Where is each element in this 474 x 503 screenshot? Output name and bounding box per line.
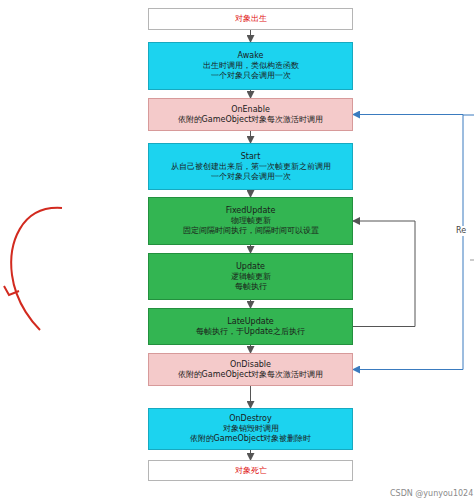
process-box: Awake出生时调用，类似构造函数一个对象只会调用一次 (148, 42, 353, 90)
offscreen-line (470, 260, 474, 261)
flow-arrow (353, 115, 463, 370)
offscreen-line (463, 115, 474, 116)
node-text: 依附的GameObject对象被删除时 (155, 434, 346, 444)
cut-off-label: Re (455, 226, 467, 236)
node-text: 每帧执行 (155, 282, 346, 292)
flow-arrow (250, 30, 251, 42)
hand-drawn-arrowhead (4, 286, 19, 295)
node-title: Update (155, 262, 346, 272)
node-text: 一个对象只会调用一次 (155, 172, 346, 182)
node-title: LateUpdate (155, 317, 346, 327)
node-title: 对象出生 (155, 14, 346, 24)
node-text: 物理帧更新 (155, 216, 346, 226)
flow-arrow (250, 90, 251, 98)
node-title: 对象死亡 (155, 466, 346, 476)
node-text: 一个对象只会调用一次 (155, 71, 346, 81)
process-box: OnEnable依附的GameObject对象每次激活时调用 (148, 98, 353, 131)
hand-drawn-loop (11, 208, 62, 330)
process-box: Update逻辑帧更新每帧执行 (148, 253, 353, 300)
flow-arrow (250, 345, 251, 353)
node-text: 每帧执行，于Update之后执行 (155, 327, 346, 337)
node-text: 依附的GameObject对象每次激活时调用 (155, 115, 346, 125)
flow-arrow (250, 245, 251, 253)
process-box: FixedUpdate物理帧更新固定间隔时间执行，间隔时间可以设置 (148, 197, 353, 245)
node-title: Awake (155, 51, 346, 61)
node-title: FixedUpdate (155, 206, 346, 216)
node-text: 逻辑帧更新 (155, 272, 346, 282)
node-text: 出生时调用，类似构造函数 (155, 61, 346, 71)
flow-arrow (353, 221, 415, 327)
flow-arrow (250, 386, 251, 408)
node-title: OnDestroy (155, 414, 346, 424)
node-text: 对象销毁时调用 (155, 424, 346, 434)
node-text: 依附的GameObject对象每次激活时调用 (155, 370, 346, 380)
flow-arrow (250, 131, 251, 143)
terminal-box: 对象死亡 (148, 460, 353, 481)
terminal-box: 对象出生 (148, 8, 353, 30)
node-title: OnEnable (155, 105, 346, 115)
process-box: Start从自己被创建出来后，第一次帧更新之前调用一个对象只会调用一次 (148, 143, 353, 190)
flow-arrow (250, 300, 251, 308)
node-text: 固定间隔时间执行，间隔时间可以设置 (155, 226, 346, 236)
node-title: OnDisable (155, 360, 346, 370)
flow-arrow (250, 190, 251, 197)
node-title: Start (155, 152, 346, 162)
process-box: LateUpdate每帧执行，于Update之后执行 (148, 308, 353, 345)
node-text: 从自己被创建出来后，第一次帧更新之前调用 (155, 162, 346, 172)
flow-arrow (250, 450, 251, 460)
process-box: OnDisable依附的GameObject对象每次激活时调用 (148, 353, 353, 386)
process-box: OnDestroy对象销毁时调用依附的GameObject对象被删除时 (148, 408, 353, 450)
watermark: CSDN @yunyou1024 (390, 489, 473, 499)
